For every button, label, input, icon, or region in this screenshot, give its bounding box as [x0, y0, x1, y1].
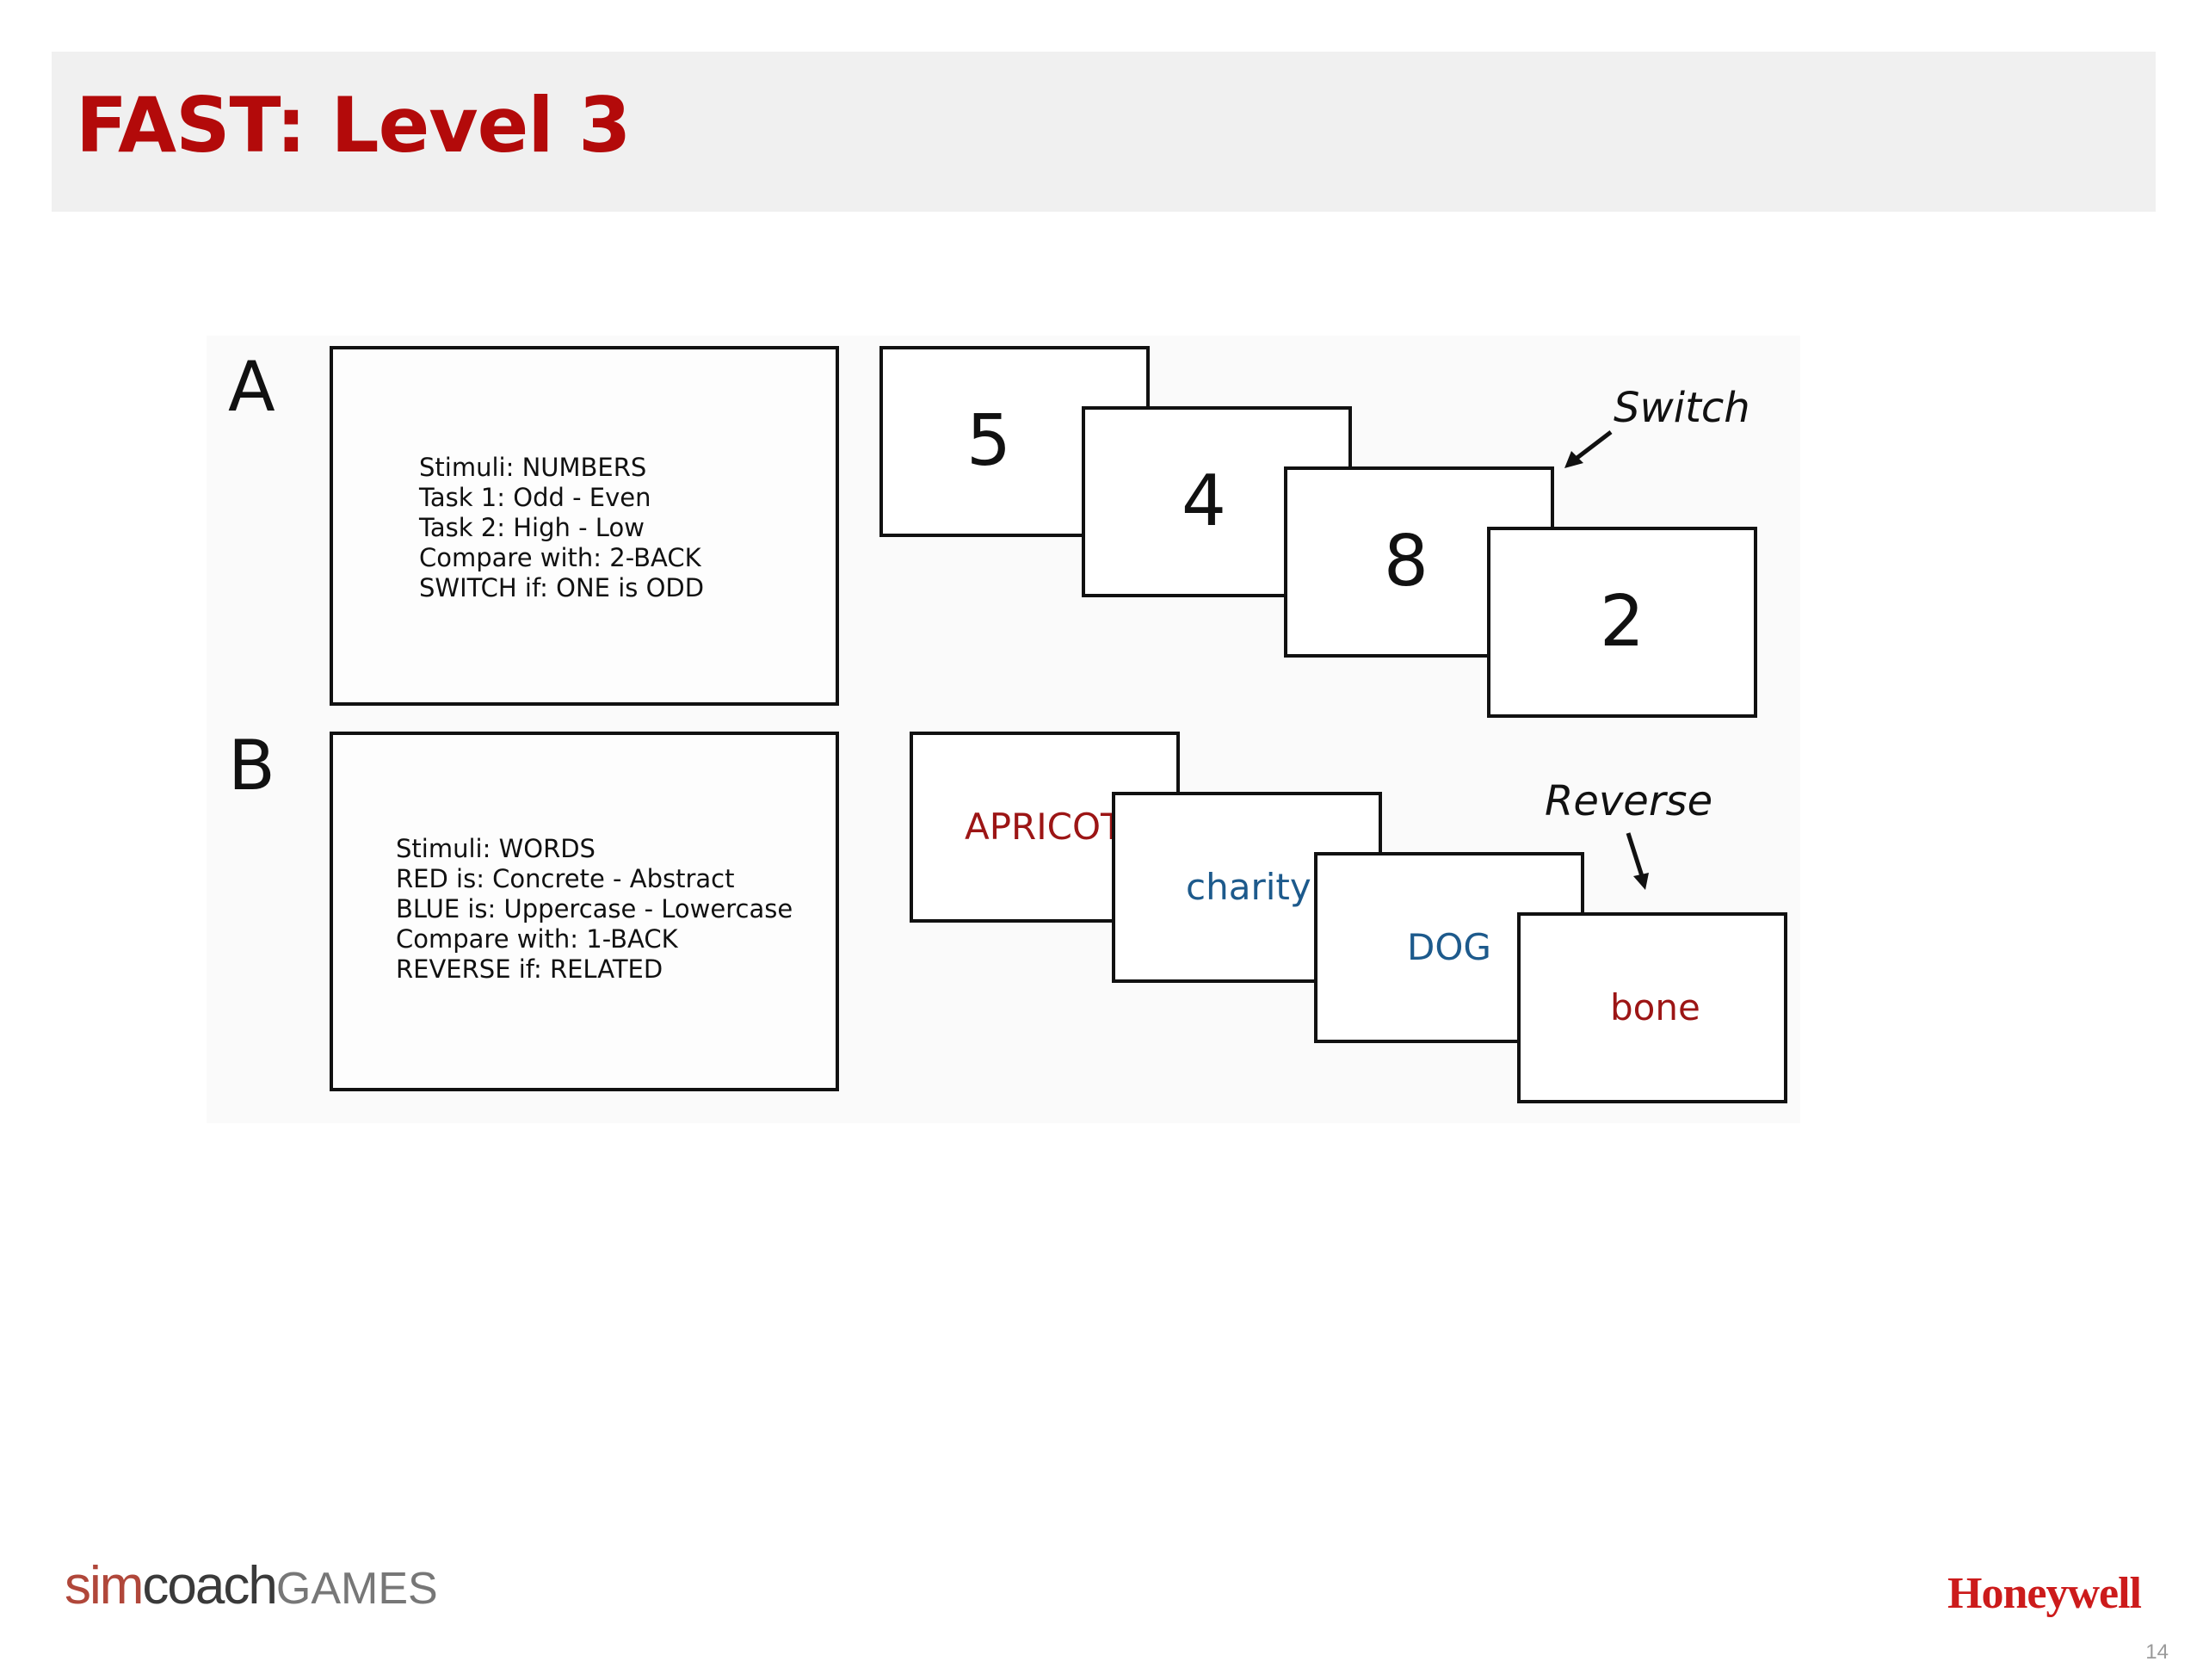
- simcoach-games-logo: simcoachGAMES: [65, 1560, 438, 1613]
- slide-title: FAST: Level 3: [76, 81, 631, 170]
- rule-line: RED is: Concrete - Abstract: [396, 864, 735, 893]
- rule-line: Stimuli: NUMBERS: [419, 453, 647, 482]
- title-bar: FAST: Level 3: [52, 52, 2156, 212]
- rule-line: Stimuli: WORDS: [396, 834, 595, 863]
- reverse-cue-label: Reverse: [1545, 777, 1713, 825]
- logo-sim: sim: [65, 1556, 144, 1615]
- card-word: DOG: [1407, 926, 1491, 968]
- rules-box-b: Stimuli: WORDS RED is: Concrete - Abstra…: [330, 732, 839, 1091]
- rules-box-a: Stimuli: NUMBERS Task 1: Odd - Even Task…: [330, 346, 839, 706]
- rule-line: Task 1: Odd - Even: [419, 483, 651, 512]
- page-number: 14: [2145, 1640, 2169, 1664]
- switch-arrow-icon: [1564, 430, 1613, 468]
- rules-list-b: Stimuli: WORDS RED is: Concrete - Abstra…: [396, 834, 793, 985]
- rule-line: REVERSE if: RELATED: [396, 954, 663, 984]
- card-word: APRICOT: [965, 806, 1123, 848]
- rule-line: SWITCH if: ONE is ODD: [419, 573, 705, 602]
- rules-list-a: Stimuli: NUMBERS Task 1: Odd - Even Task…: [419, 453, 704, 603]
- logo-games: GAMES: [275, 1564, 438, 1614]
- logo-coach: coach: [142, 1556, 277, 1615]
- card-number: 5: [966, 400, 1012, 482]
- card-number: 2: [1599, 581, 1645, 663]
- rule-line: Task 2: High - Low: [419, 513, 645, 542]
- honeywell-logo: Honeywell: [1947, 1569, 2142, 1618]
- card-number: 8: [1383, 521, 1429, 602]
- rule-line: Compare with: 2-BACK: [419, 543, 701, 572]
- reverse-arrow-icon: [1626, 832, 1649, 890]
- rule-line: Compare with: 1-BACK: [396, 924, 678, 954]
- rule-line: BLUE is: Uppercase - Lowercase: [396, 894, 793, 923]
- stimulus-card: 2: [1487, 527, 1757, 718]
- stimulus-card: APRICOT: [910, 732, 1180, 923]
- card-number: 4: [1181, 460, 1227, 542]
- switch-cue-label: Switch: [1614, 384, 1750, 432]
- task-figure: A Stimuli: NUMBERS Task 1: Odd - Even Ta…: [207, 336, 1800, 1123]
- row-letter-a: A: [228, 347, 275, 427]
- card-word: charity: [1186, 866, 1311, 908]
- row-letter-b: B: [228, 726, 275, 806]
- card-word: bone: [1610, 986, 1700, 1028]
- stimulus-card: bone: [1517, 912, 1787, 1103]
